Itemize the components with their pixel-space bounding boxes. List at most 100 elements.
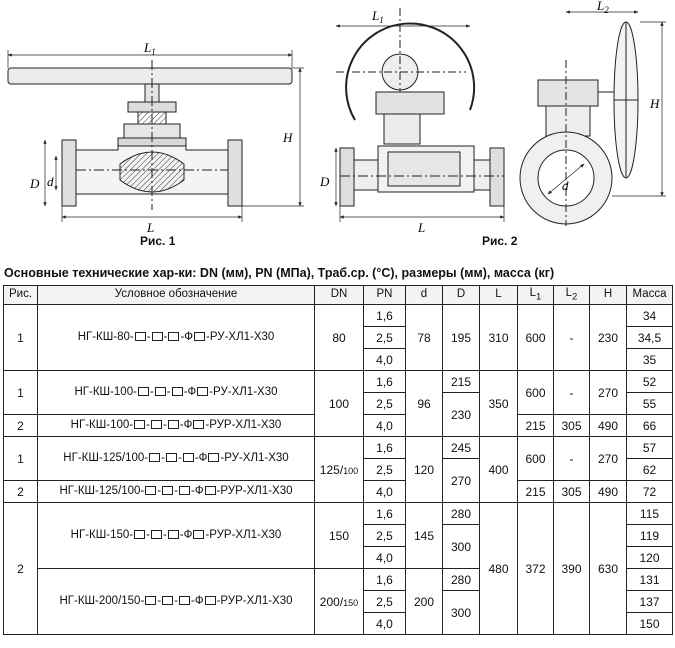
col-big-d: D — [442, 285, 480, 305]
technical-drawings: L1 L H D d — [7, 0, 666, 235]
cell-l1: 372 — [517, 502, 554, 635]
cell-l: 400 — [479, 436, 518, 503]
cell-dn: 150 — [314, 502, 364, 569]
col-l2: L2 — [553, 285, 590, 305]
fig1-dim-l1: L1 — [143, 40, 156, 57]
cell-l1: 600 — [517, 436, 554, 481]
cell-mass: 119 — [626, 524, 673, 547]
cell-designation: НГ-КШ-200/150----Ф-РУР-ХЛ1-Х30 — [37, 568, 315, 635]
col-l: L — [479, 285, 518, 305]
fig2-dim-small-d: d — [562, 178, 569, 193]
table-row: 1 НГ-КШ-80----Ф-РУ-ХЛ1-Х30 80 1,6 78 195… — [3, 304, 673, 371]
fig1-dim-small-d: d — [47, 174, 54, 189]
table-row: 4,0 35 — [4, 348, 673, 371]
table-row: 1 НГ-КШ-100----Ф-РУ-ХЛ1-Х30 100 1,6 96 2… — [3, 370, 673, 437]
cell-l1: 600 — [517, 304, 554, 371]
cell-mass: 72 — [626, 480, 673, 503]
cell-small-d: 145 — [405, 502, 443, 569]
cell-l2: 305 — [553, 480, 590, 503]
col-dn: DN — [314, 285, 364, 305]
cell-pn: 2,5 — [363, 458, 406, 481]
cell-pn: 4,0 — [363, 348, 406, 371]
cell-big-d: 195 — [442, 304, 480, 371]
cell-pn: 1,6 — [363, 502, 406, 525]
cell-small-d: 120 — [405, 436, 443, 503]
figure-2-front-drawing — [334, 8, 505, 222]
cell-small-d: 96 — [405, 370, 443, 437]
cell-designation: НГ-КШ-125/100----Ф-РУ-ХЛ1-Х30 — [37, 436, 315, 481]
cell-big-d: 280 — [442, 502, 480, 525]
cell-pn: 1,6 — [363, 436, 406, 459]
col-l1: L1 — [517, 285, 554, 305]
figures-area: L1 L H D d — [0, 0, 675, 262]
table-row: 2 НГ-КШ-100----Ф-РУР-ХЛ1-Х30 4,0 215 305… — [3, 414, 673, 437]
cell-l1: 215 — [517, 414, 554, 437]
cell-mass: 137 — [626, 590, 673, 613]
fig2-dim-l1: L1 — [371, 8, 384, 25]
cell-l: 310 — [479, 304, 518, 371]
cell-l2: - — [553, 436, 590, 481]
cell-pn: 2,5 — [363, 524, 406, 547]
col-mass: Масса — [626, 285, 673, 305]
cell-designation: НГ-КШ-100----Ф-РУ-ХЛ1-Х30 — [37, 370, 315, 415]
cell-fig: 2 — [3, 414, 38, 437]
cell-big-d: 245 — [442, 436, 480, 459]
cell-mass: 150 — [626, 612, 673, 635]
cell-l2: 390 — [553, 502, 590, 635]
cell-dn: 125/100 — [314, 436, 364, 503]
col-small-d: d — [405, 285, 443, 305]
spec-table: Рис. Условное обозначение DN PN d D L L1… — [3, 285, 673, 635]
fig1-dim-l: L — [146, 220, 154, 235]
cell-l2: - — [553, 370, 590, 415]
cell-mass: 57 — [626, 436, 673, 459]
fig1-dim-h: H — [282, 130, 293, 145]
cell-designation: НГ-КШ-125/100----Ф-РУР-ХЛ1-Х30 — [37, 480, 315, 503]
cell-pn: 2,5 — [363, 326, 406, 349]
figure-1-drawing — [7, 50, 304, 222]
cell-l1: 600 — [517, 370, 554, 415]
cell-mass: 115 — [626, 502, 673, 525]
fig2-dim-l2: L2 — [596, 0, 609, 15]
cell-big-d: 215 — [442, 370, 480, 393]
cell-h: 490 — [589, 480, 627, 503]
figure-1-caption: Рис. 1 — [140, 234, 176, 248]
cell-fig: 1 — [3, 304, 38, 371]
cell-mass: 131 — [626, 568, 673, 591]
cell-big-d: 300 — [442, 524, 480, 569]
cell-small-d: 78 — [405, 304, 443, 371]
cell-mass: 34 — [626, 304, 673, 327]
table-row: 1 НГ-КШ-125/100----Ф-РУ-ХЛ1-Х30 125/100 … — [3, 436, 673, 503]
col-pn: PN — [363, 285, 406, 305]
cell-pn: 2,5 — [363, 392, 406, 415]
table-title: Основные технические хар-ки: DN (мм), PN… — [4, 266, 555, 280]
table-row: 4,0 150 — [4, 612, 673, 635]
cell-mass: 55 — [626, 392, 673, 415]
cell-fig: 2 — [3, 502, 38, 635]
cell-designation: НГ-КШ-100----Ф-РУР-ХЛ1-Х30 — [37, 414, 315, 437]
cell-mass: 35 — [626, 348, 673, 371]
cell-fig: 1 — [3, 370, 38, 415]
figure-2-caption: Рис. 2 — [482, 234, 518, 248]
cell-l: 480 — [479, 502, 518, 635]
figure-2-side-drawing — [519, 10, 666, 226]
col-fig: Рис. — [3, 285, 38, 305]
cell-l1: 215 — [517, 480, 554, 503]
cell-pn: 1,6 — [363, 370, 406, 393]
cell-h: 230 — [589, 304, 627, 371]
cell-h: 490 — [589, 414, 627, 437]
fig2-dim-h: H — [649, 96, 660, 111]
cell-h: 270 — [589, 436, 627, 481]
cell-l2: - — [553, 304, 590, 371]
table-header-row: Рис. Условное обозначение DN PN d D L L1… — [3, 285, 673, 305]
cell-designation: НГ-КШ-150----Ф-РУР-ХЛ1-Х30 — [37, 502, 315, 569]
table-row: 2,5 230 55 — [4, 392, 673, 437]
cell-pn: 1,6 — [363, 568, 406, 591]
cell-dn: 100 — [314, 370, 364, 437]
cell-l2: 305 — [553, 414, 590, 437]
cell-h: 630 — [589, 502, 627, 635]
cell-big-d: 280 — [442, 568, 480, 591]
fig1-dim-big-d: D — [29, 176, 40, 191]
cell-big-d: 300 — [442, 590, 480, 635]
cell-pn: 4,0 — [363, 546, 406, 569]
cell-designation: НГ-КШ-80----Ф-РУ-ХЛ1-Х30 — [37, 304, 315, 371]
